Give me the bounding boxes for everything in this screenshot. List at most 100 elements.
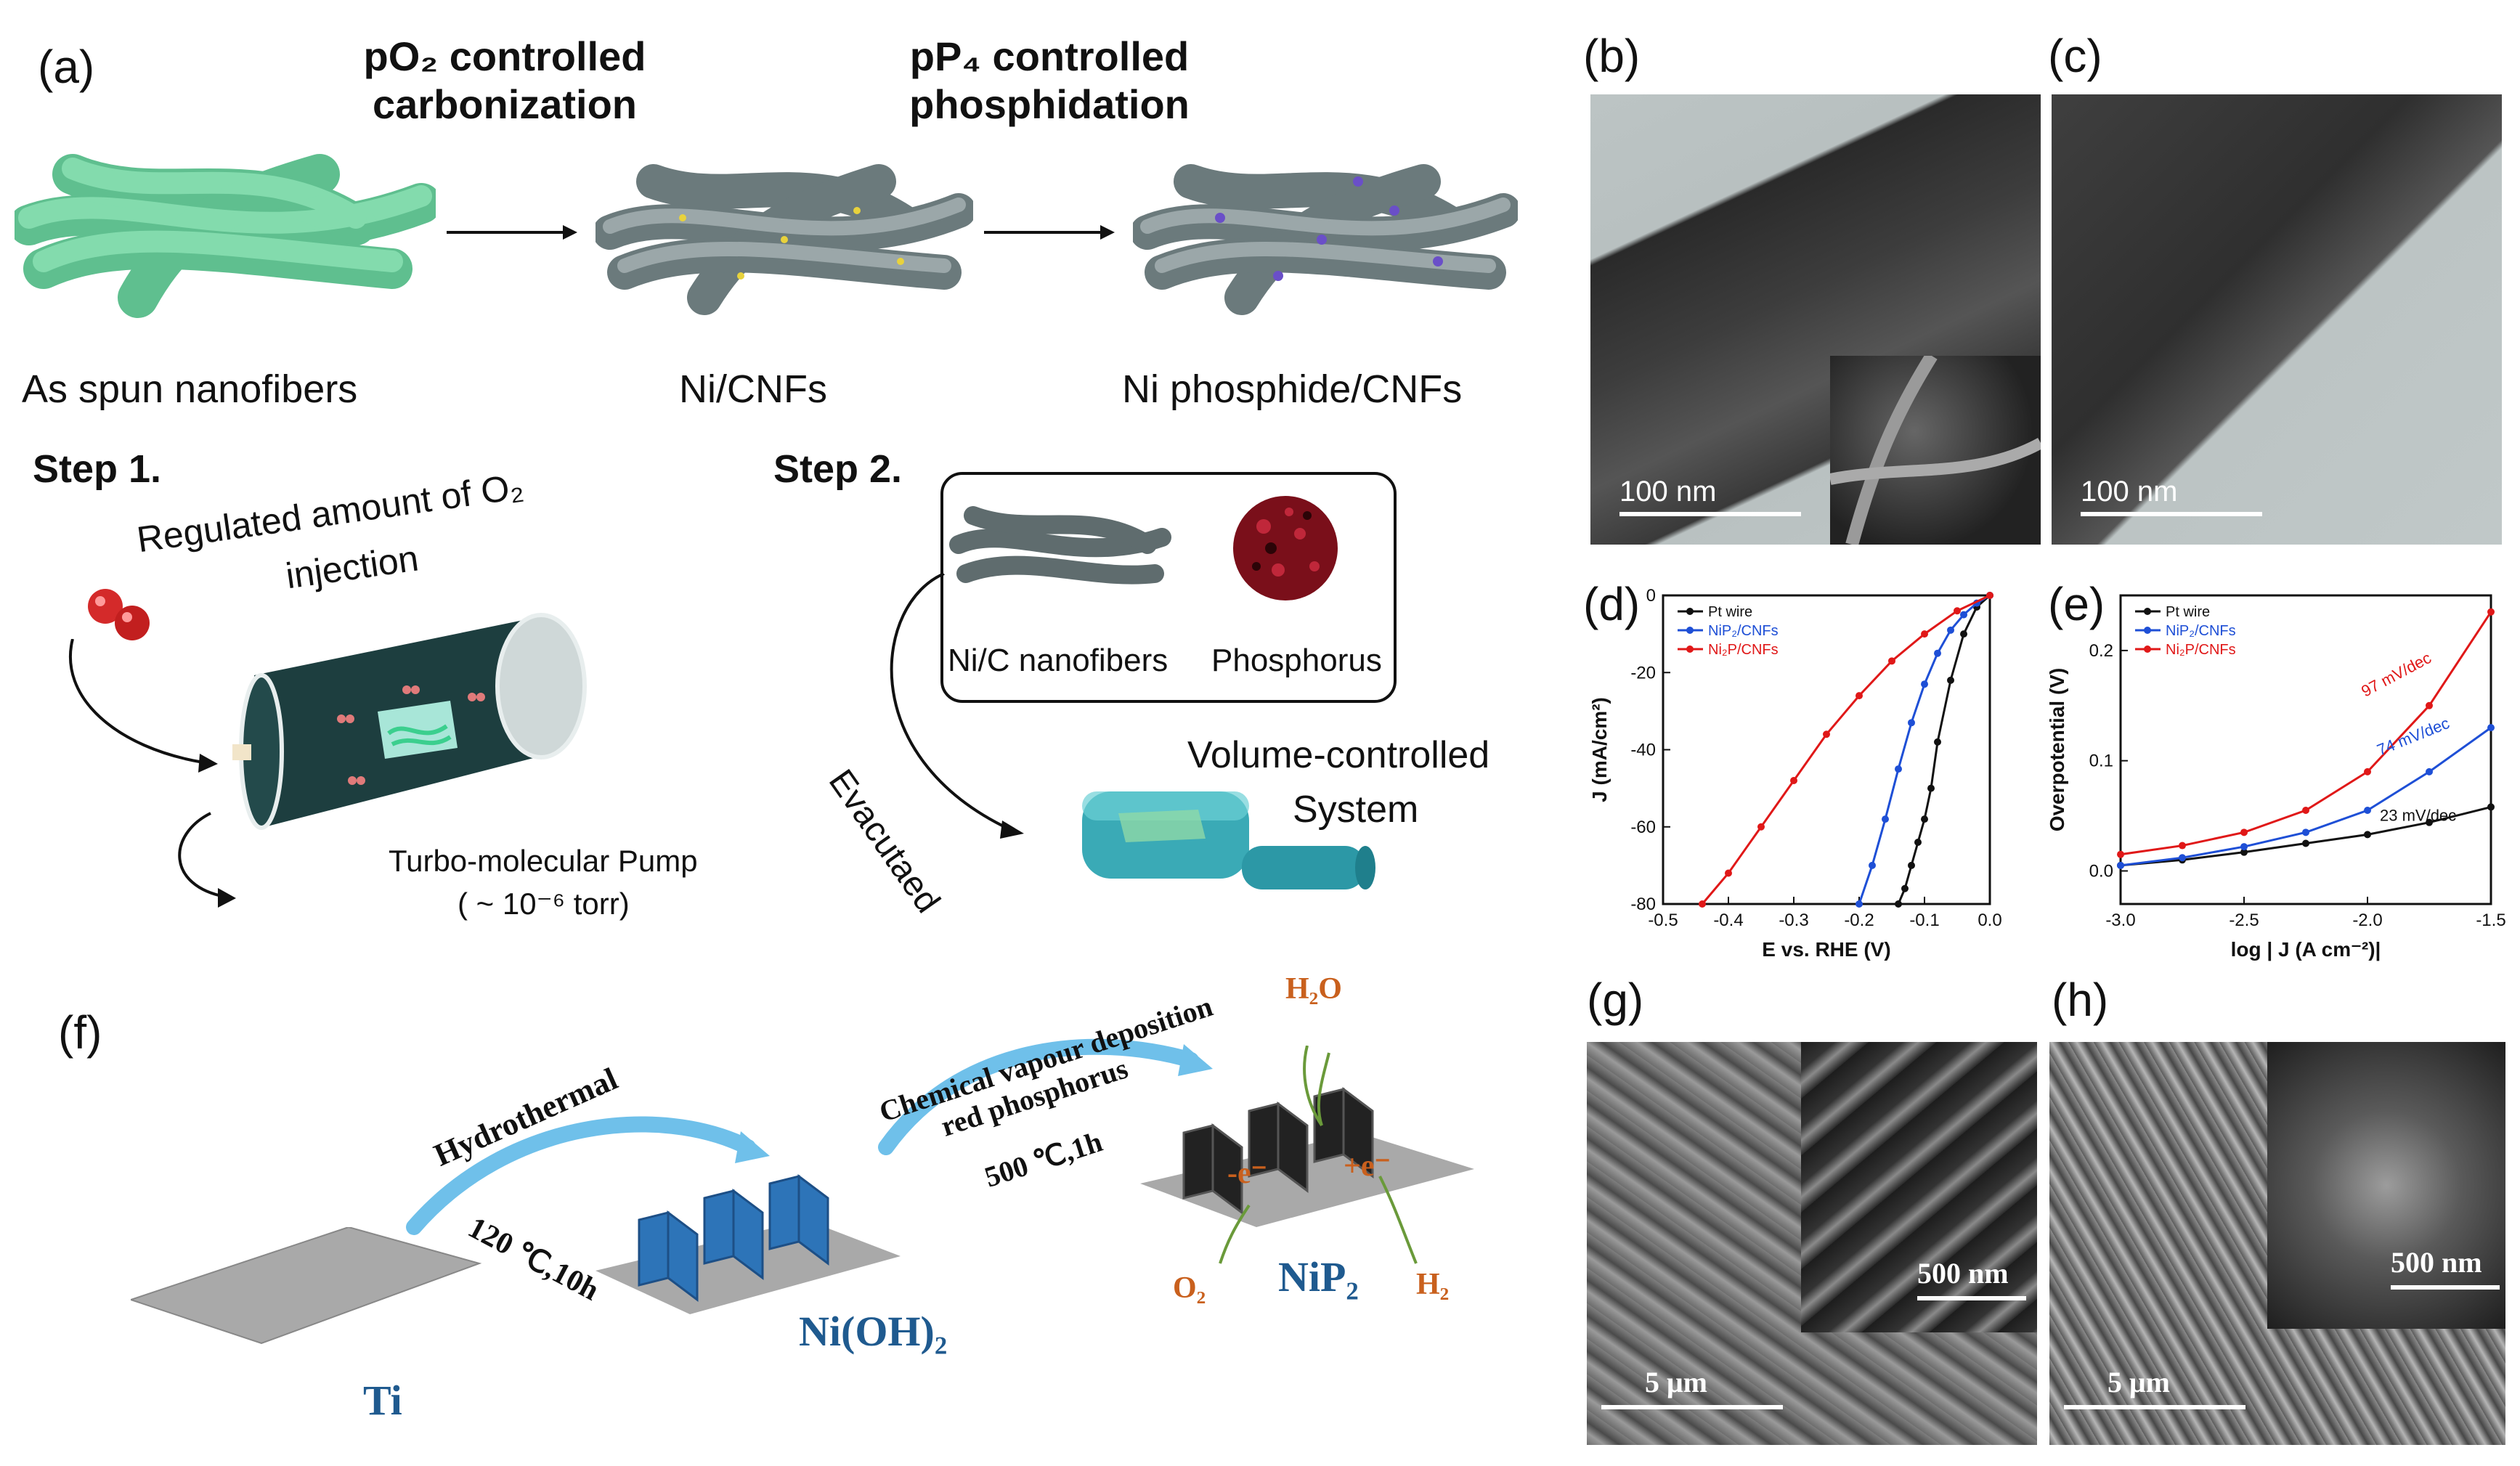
stage-as-spun-label: As spun nanofibers xyxy=(22,367,358,411)
step1-title: pO₂ controlled carbonization xyxy=(363,33,646,127)
nip2-illustration xyxy=(1140,1046,1474,1264)
data-point xyxy=(2426,701,2433,709)
y-axis-label: Overpotential (V) xyxy=(2048,668,2068,832)
data-point xyxy=(1947,676,1954,684)
as-spun-nanofibers-illustration xyxy=(15,154,436,318)
x-tick-label: -0.2 xyxy=(1844,911,1874,930)
phosphorus-label: Phosphorus xyxy=(1211,643,1382,678)
scale-bar-g xyxy=(1601,1405,1783,1409)
panel-h-label: (h) xyxy=(2052,974,2109,1026)
tem-image-b: 100 nm xyxy=(1590,94,2041,545)
data-point xyxy=(1856,692,1863,700)
plot-frame xyxy=(2119,594,2492,905)
arrow-1-icon xyxy=(447,225,577,240)
ni-phosphide-cnfs-illustration xyxy=(1133,164,1518,315)
x-tick-label: -0.1 xyxy=(1909,911,1939,930)
arrow-2-icon xyxy=(984,225,1115,240)
scale-label-h: 5 μm xyxy=(2108,1366,2170,1398)
sem-inset-h: 500 nm xyxy=(2267,1042,2505,1329)
nioh2-label: Ni(OH)₂ xyxy=(799,1308,948,1355)
y-tick-label: 0.0 xyxy=(2089,861,2113,881)
data-point xyxy=(1921,630,1928,638)
sem-inset-g: 500 nm xyxy=(1801,1042,2037,1332)
data-point xyxy=(1986,592,1993,599)
data-point xyxy=(2302,839,2309,847)
step1-label: Step 1. xyxy=(33,447,162,491)
data-point xyxy=(1954,607,1961,615)
legend-label: NiP₂/CNFs xyxy=(1708,623,1779,639)
ni-cnfs-illustration xyxy=(596,164,973,315)
materials-box xyxy=(940,472,1397,703)
x-tick-label: -2.0 xyxy=(2352,911,2382,930)
data-point xyxy=(1888,657,1895,665)
legend-marker xyxy=(2144,627,2151,634)
data-point xyxy=(2364,767,2371,775)
slope-annotation: 97 mV/dec xyxy=(2358,648,2434,700)
volume-controlled-label: Volume-controlled xyxy=(1187,734,1490,776)
series-line-1 xyxy=(1858,594,1991,905)
data-point xyxy=(1960,611,1967,619)
data-point xyxy=(1882,815,1889,823)
series-line-2 xyxy=(1701,594,1991,905)
e-minus-label: -e⁻ xyxy=(1227,1157,1267,1190)
scale-bar-h xyxy=(2064,1405,2245,1409)
o2-label: O₂ xyxy=(1173,1271,1206,1305)
y-tick-label: -40 xyxy=(1630,741,1656,760)
data-point xyxy=(1895,900,1902,908)
cvd-arrow xyxy=(878,1038,1213,1155)
slope-annotation: 74 mV/dec xyxy=(2375,714,2452,760)
nioh2-illustration xyxy=(596,1174,901,1314)
x-tick-label: -3.0 xyxy=(2105,911,2135,930)
panel-e-label: (e) xyxy=(2048,578,2105,630)
data-point xyxy=(1699,900,1706,908)
scale-label-b: 100 nm xyxy=(1619,476,1717,508)
process-arrows-step1 xyxy=(68,639,236,908)
x-tick-label: -0.5 xyxy=(1648,911,1678,930)
tem-image-c: 100 nm xyxy=(2052,94,2502,545)
x-axis-label: E vs. RHE (V) xyxy=(1762,938,1890,961)
h2o-label: H₂O xyxy=(1285,972,1342,1006)
step2-title: pP₄ controlled phosphidation xyxy=(909,33,1190,127)
data-point xyxy=(2302,806,2309,814)
data-point xyxy=(1908,861,1915,869)
stage-ni-phosphide-label: Ni phosphide/CNFs xyxy=(1122,367,1463,411)
data-point xyxy=(1947,626,1954,634)
legend-label: Ni₂P/CNFs xyxy=(2166,642,2236,658)
ti-label: Ti xyxy=(363,1377,402,1424)
y-tick-label: 0 xyxy=(1646,586,1656,606)
scale-label-c: 100 nm xyxy=(2081,476,2178,508)
scale-label-g: 5 μm xyxy=(1645,1366,1707,1398)
hydrothermal-arrow xyxy=(406,1116,770,1235)
scale-bar-b xyxy=(1619,512,1801,516)
scale-label-g-inset: 500 nm xyxy=(1917,1257,2009,1290)
y-axis-label: J (mA/cm²) xyxy=(1588,697,1611,802)
panel-f-label: (f) xyxy=(58,1006,102,1059)
step2-label: Step 2. xyxy=(773,447,903,491)
data-point xyxy=(1823,730,1830,738)
data-point xyxy=(1914,839,1922,846)
reaction-tube-illustration xyxy=(232,613,587,830)
x-tick-label: -1.5 xyxy=(2476,911,2505,930)
pump-label: Turbo-molecular Pump xyxy=(389,844,698,878)
scale-bar-c xyxy=(2081,512,2262,516)
legend-marker xyxy=(1686,646,1694,653)
data-point xyxy=(1856,900,1863,908)
data-point xyxy=(2240,843,2248,851)
data-point xyxy=(2179,854,2186,862)
oxygen-note: Regulated amount of O₂ xyxy=(134,465,527,561)
legend-marker xyxy=(1686,608,1694,615)
data-point xyxy=(2364,806,2371,814)
data-point xyxy=(1790,777,1797,784)
slope-annotation: 23 mV/dec xyxy=(2380,806,2456,824)
legend-label: Pt wire xyxy=(1708,604,1752,620)
e-plus-label: +e⁻ xyxy=(1344,1149,1391,1183)
legend-label: NiP₂/CNFs xyxy=(2166,623,2236,639)
panel-b-label: (b) xyxy=(1583,30,1641,82)
data-point xyxy=(2487,724,2495,732)
data-point xyxy=(1895,765,1902,773)
x-tick-label: 0.0 xyxy=(1978,911,2001,930)
phosphorus-icon xyxy=(1233,496,1338,600)
legend-label: Pt wire xyxy=(2166,604,2210,620)
